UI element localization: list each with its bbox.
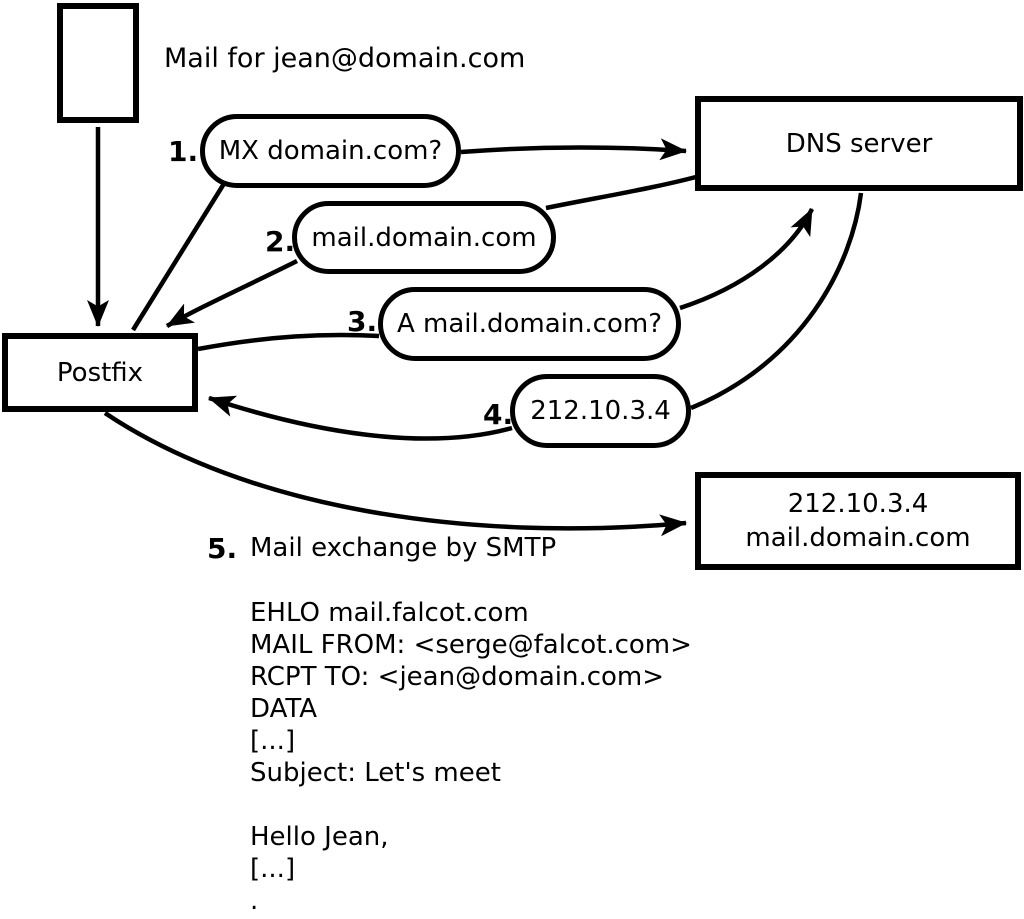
step-4-number: 4. <box>483 398 514 431</box>
smtp-session-block: EHLO mail.falcot.com MAIL FROM: <serge@f… <box>250 597 770 917</box>
smtp-line-end-dot: . <box>250 886 259 916</box>
smtp-line-mail-from: MAIL FROM: <serge@falcot.com> <box>250 630 692 660</box>
mail-server-node: 212.10.3.4 mail.domain.com <box>695 472 1021 570</box>
step-1-text: MX domain.com? <box>218 136 443 166</box>
smtp-line-ellipsis-1: [...] <box>250 726 296 756</box>
step-2-number: 2. <box>265 225 296 258</box>
connector-postfix-to-pill3 <box>197 332 380 352</box>
smtp-line-ehlo: EHLO mail.falcot.com <box>250 598 529 628</box>
step-4-text: 212.10.3.4 <box>530 396 671 426</box>
postfix-label: Postfix <box>56 357 144 388</box>
arrow-query-mx-to-dns <box>460 138 687 161</box>
step-5-label: Mail exchange by SMTP <box>250 533 557 563</box>
step-1-pill-mx-query: MX domain.com? <box>200 114 461 188</box>
connector-dns-to-pill2 <box>545 174 697 211</box>
mail-server-hostname: mail.domain.com <box>745 523 971 553</box>
smtp-line-subject: Subject: Let's meet <box>250 758 501 788</box>
step-2-pill-mx-answer: mail.domain.com <box>292 201 556 274</box>
step-1-number: 1. <box>168 135 199 168</box>
arrow-query-a-to-dns <box>679 207 815 311</box>
step-2-text: mail.domain.com <box>311 222 537 253</box>
step-4-pill-a-answer: 212.10.3.4 <box>510 374 691 448</box>
mail-message-node <box>57 3 139 123</box>
arrow-smtp-exchange <box>103 411 687 537</box>
step-3-number: 3. <box>347 305 378 338</box>
smtp-line-rcpt-to: RCPT TO: <jean@domain.com> <box>250 662 665 692</box>
step-3-pill-a-query: A mail.domain.com? <box>378 287 681 361</box>
connector-dns-to-pill4 <box>690 192 864 411</box>
step-5-number: 5. <box>207 532 238 565</box>
arrow-reply-a-to-postfix <box>208 395 513 441</box>
smtp-line-blank <box>250 789 770 821</box>
dns-server-label: DNS server <box>785 128 933 159</box>
smtp-line-ellipsis-2: [...] <box>250 854 296 884</box>
smtp-line-hello: Hello Jean, <box>250 822 389 852</box>
postfix-node: Postfix <box>2 333 198 412</box>
mail-server-ip: 212.10.3.4 <box>787 489 929 519</box>
dns-server-node: DNS server <box>695 96 1023 191</box>
smtp-line-data: DATA <box>250 694 317 724</box>
connector-postfix-to-pill1 <box>131 180 227 332</box>
step-3-text: A mail.domain.com? <box>397 309 662 339</box>
arrow-reply-mx-to-postfix <box>165 258 299 328</box>
mail-for-note: Mail for jean@domain.com <box>164 43 526 74</box>
